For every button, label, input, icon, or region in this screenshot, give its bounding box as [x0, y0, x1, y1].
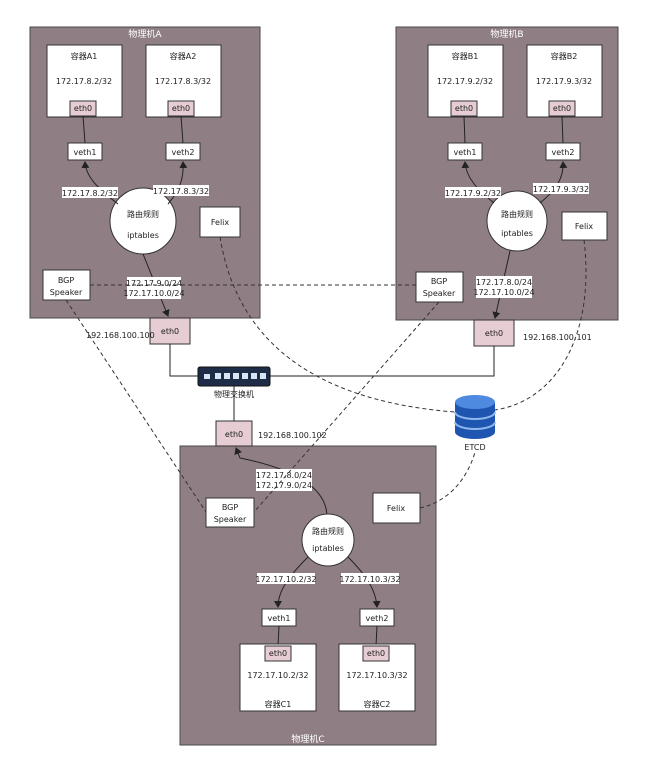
- container-c2-eth0-label: eth0: [367, 649, 385, 658]
- felix-c-etcd: [419, 451, 476, 509]
- host-b-eth0: [473, 319, 515, 347]
- veth1-c-label: veth1: [268, 614, 291, 623]
- container-a2-eth0-label: eth0: [172, 104, 190, 113]
- router-c-label: 路由规则: [312, 526, 344, 536]
- bgp-b-line1: BGP: [431, 277, 448, 286]
- host-a-ip: 192.168.100.100: [86, 331, 155, 340]
- container-c1-name: 容器C1: [265, 699, 292, 709]
- container-b1-eth0-label: eth0: [455, 104, 473, 113]
- etcd-database-icon: [454, 395, 496, 439]
- router-b: [486, 190, 548, 252]
- felix-b: [561, 211, 608, 241]
- container-c1-eth0-label: eth0: [269, 649, 287, 658]
- route-c-remote-2: 172.17.9.0/24: [256, 481, 312, 490]
- bgp-b-line2: Speaker: [423, 289, 456, 298]
- watermark: 网易号 | 青红造出个白: [490, 742, 630, 758]
- route-a1-ip: 172.17.8.2/32: [62, 189, 118, 198]
- container-a1-ip: 172.17.8.2/32: [56, 77, 112, 86]
- route-a2-ip: 172.17.8.3/32: [153, 187, 209, 196]
- bgp-c-line2: Speaker: [214, 515, 247, 524]
- host-a-title: 物理机A: [128, 28, 162, 40]
- container-b2-eth0-label: eth0: [553, 104, 571, 113]
- host-a-eth0-label: eth0: [161, 327, 179, 336]
- route-b2-ip: 172.17.9.3/32: [533, 185, 589, 194]
- etcd-label: ETCD: [464, 443, 485, 452]
- felix-c-label: Felix: [387, 504, 406, 513]
- host-c-ip: 192.168.100.102: [258, 431, 327, 440]
- veth1-a-label: veth1: [74, 148, 97, 157]
- host-b-ip: 192.168.100.101: [523, 333, 592, 342]
- host-b-eth0-label: eth0: [485, 329, 503, 338]
- veth2-c-label: veth2: [366, 614, 389, 623]
- felix-b-label: Felix: [575, 222, 594, 231]
- route-b1-ip: 172.17.9.2/32: [445, 189, 501, 198]
- host-a: 物理机A 容器A1 172.17.8.2/32 eth0 容器A2 172.17…: [29, 26, 261, 345]
- felix-a: [199, 206, 241, 238]
- switch-label: 物理交换机: [214, 389, 254, 399]
- route-b-remote-1: 172.17.8.0/24: [476, 278, 532, 287]
- container-c2: [338, 643, 416, 712]
- host-c-eth0: [215, 420, 253, 447]
- route-c2-ip: 172.17.10.3/32: [339, 575, 400, 584]
- container-a1-eth0-label: eth0: [74, 104, 92, 113]
- container-c2-eth0: [362, 645, 390, 662]
- container-c1-eth0: [264, 645, 292, 662]
- host-b-title: 物理机B: [490, 28, 523, 40]
- bgp-speaker-a: [42, 269, 91, 301]
- router-a-iptables: iptables: [127, 231, 159, 240]
- container-c2-name: 容器C2: [364, 699, 391, 709]
- container-b1-name: 容器B1: [452, 51, 479, 61]
- container-a2-ip: 172.17.8.3/32: [155, 77, 211, 86]
- route-c1-ip: 172.17.10.2/32: [255, 575, 316, 584]
- veth1-b-label: veth1: [454, 148, 477, 157]
- bgp-speaker-c: [205, 497, 255, 528]
- bgp-peering-a-c: [65, 299, 207, 513]
- container-b2-ip: 172.17.9.3/32: [536, 77, 592, 86]
- router-a-label: 路由规则: [127, 209, 159, 219]
- felix-a-label: Felix: [211, 218, 230, 227]
- host-c: 物理机C eth0 192.168.100.102 172.17.8.0/24 …: [179, 420, 437, 746]
- bgp-a-line1: BGP: [58, 276, 75, 285]
- container-c2-ip: 172.17.10.3/32: [346, 671, 407, 680]
- etcd: ETCD: [454, 395, 496, 452]
- route-c-remote-1: 172.17.8.0/24: [256, 471, 312, 480]
- veth2-a-label: veth2: [172, 148, 195, 157]
- host-b: 物理机B 容器B1 172.17.9.2/32 eth0 容器B2 172.17…: [395, 26, 619, 347]
- physical-switch: 物理交换机: [197, 366, 271, 399]
- physical-links: [169, 344, 495, 421]
- host-c-title: 物理机C: [291, 733, 324, 745]
- bgp-speaker-b: [415, 271, 464, 303]
- router-b-label: 路由规则: [501, 209, 533, 219]
- route-a-remote-2: 172.17.10.0/24: [123, 289, 184, 298]
- veth2-b-label: veth2: [552, 148, 575, 157]
- container-b1-ip: 172.17.9.2/32: [437, 77, 493, 86]
- host-c-eth0-label: eth0: [225, 430, 243, 439]
- host-a-eth0: [149, 317, 191, 345]
- router-c: [301, 513, 355, 567]
- router-a: [109, 187, 177, 255]
- control-links: [65, 236, 587, 513]
- container-b2-name: 容器B2: [551, 51, 578, 61]
- felix-a-etcd: [219, 236, 456, 413]
- container-a2-name: 容器A2: [170, 51, 197, 61]
- router-b-iptables: iptables: [501, 229, 533, 238]
- route-a-remote-1: 172.17.9.0/24: [126, 279, 182, 288]
- felix-c: [372, 492, 421, 524]
- bgp-c-line1: BGP: [222, 503, 239, 512]
- bgp-a-line2: Speaker: [50, 288, 83, 297]
- router-c-iptables: iptables: [312, 544, 344, 553]
- container-c1-ip: 172.17.10.2/32: [247, 671, 308, 680]
- container-a1-name: 容器A1: [71, 51, 98, 61]
- bgp-peering-b-c: [253, 301, 440, 513]
- route-b-remote-2: 172.17.10.0/24: [473, 288, 534, 297]
